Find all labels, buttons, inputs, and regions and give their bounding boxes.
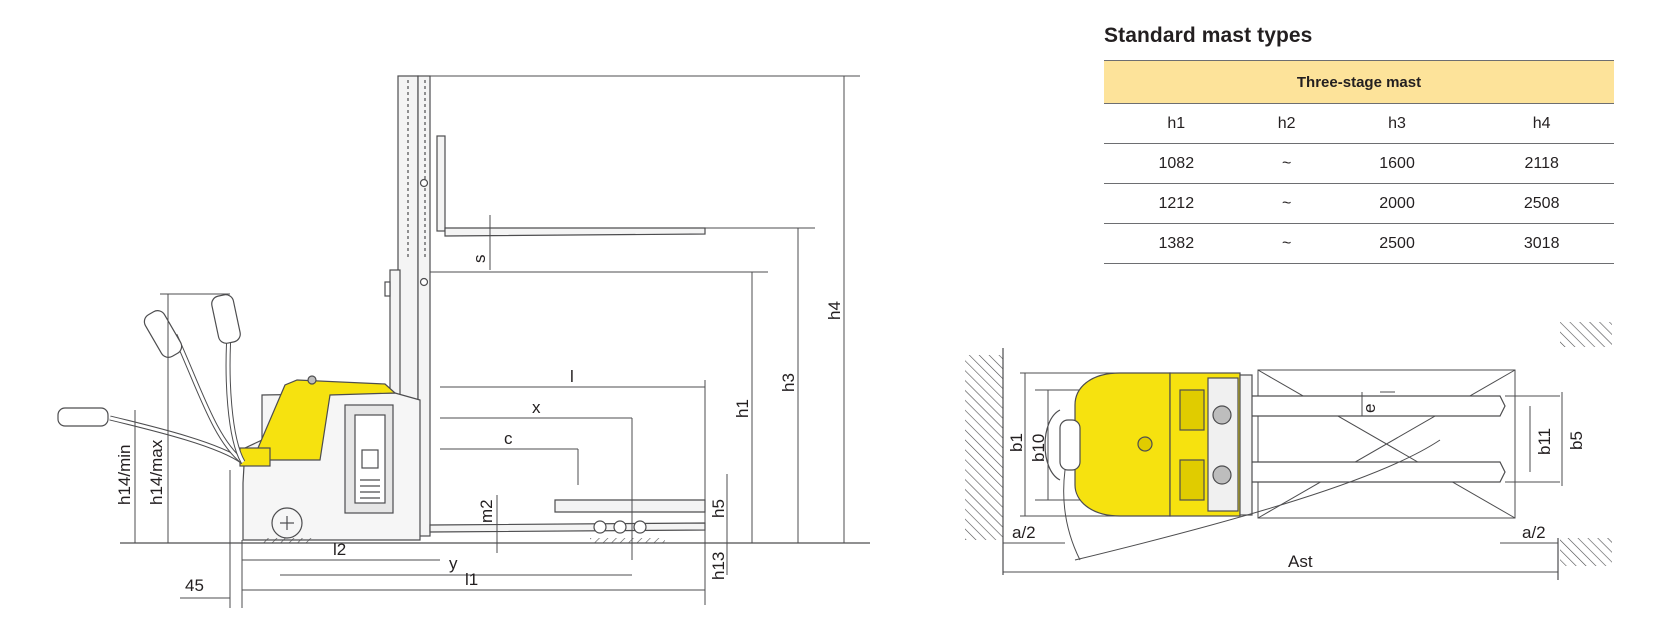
table-cell: 1600 <box>1324 143 1470 184</box>
right-wall-bottom <box>1560 538 1612 566</box>
table-row: 1382 ~ 2500 3018 <box>1104 223 1614 264</box>
label-b5: b5 <box>1567 431 1586 450</box>
dimension-labels: h4 h3 h1 s l x c m2 h5 h13 h14/min h14/m… <box>115 255 844 596</box>
label-c: c <box>504 429 513 448</box>
label-a2-left: a/2 <box>1012 523 1036 542</box>
table-cell: 2508 <box>1469 183 1614 224</box>
left-wall <box>965 355 1003 540</box>
mast-types-title: Standard mast types <box>1104 24 1313 47</box>
label-l2: l2 <box>333 540 346 559</box>
tiller-arms <box>57 294 246 465</box>
truck-top <box>1044 372 1253 517</box>
top-dimension-lines <box>1003 372 1563 573</box>
label-x: x <box>532 398 541 417</box>
label-h13: h13 <box>709 552 728 580</box>
top-view-drawing: b1 b10 b11 b5 e a/2 a/2 Ast <box>965 322 1612 580</box>
label-45: 45 <box>185 576 204 595</box>
column-header: h1 <box>1104 103 1249 144</box>
right-wall-top <box>1560 322 1612 347</box>
label-m2: m2 <box>477 499 496 523</box>
table-row: 1082 ~ 1600 2118 <box>1104 143 1614 184</box>
raised-forks <box>436 135 706 237</box>
top-forks <box>1239 395 1506 483</box>
table-header-row: h1 h2 h3 h4 <box>1104 103 1614 144</box>
drive-wheel <box>262 507 312 543</box>
top-dimension-labels: b1 b10 b11 b5 e a/2 a/2 Ast <box>1007 404 1586 571</box>
mast-types-table: Three-stage mast h1 h2 h3 h4 1082 ~ 1600… <box>1104 60 1614 264</box>
table-cell: 1082 <box>1104 143 1249 184</box>
column-header: h4 <box>1469 103 1614 144</box>
table-cell: ~ <box>1248 183 1325 224</box>
table-cell: 3018 <box>1469 223 1614 264</box>
table-cell: ~ <box>1248 223 1325 264</box>
column-header: h3 <box>1324 103 1470 144</box>
label-b1: b1 <box>1007 433 1026 452</box>
truck-body <box>239 375 421 541</box>
label-h14-max: h14/max <box>147 439 166 505</box>
label-ast: Ast <box>1288 552 1313 571</box>
label-h5: h5 <box>709 499 728 518</box>
pallet-outline <box>1257 369 1516 519</box>
table-cell: ~ <box>1248 143 1325 184</box>
side-view-drawing: h4 h3 h1 s l x c m2 h5 h13 h14/min h14/m… <box>57 75 870 608</box>
label-h4: h4 <box>825 301 844 320</box>
lowered-forks <box>429 499 706 543</box>
table-cell: 2500 <box>1324 223 1470 264</box>
table-cell: 1212 <box>1104 183 1249 224</box>
label-e: e <box>1360 404 1379 413</box>
table-row: 1212 ~ 2000 2508 <box>1104 183 1614 224</box>
label-l1: l1 <box>465 570 478 589</box>
column-header: h2 <box>1248 103 1325 144</box>
label-b11: b11 <box>1535 428 1554 455</box>
table-cell: 1382 <box>1104 223 1249 264</box>
label-l: l <box>570 367 574 386</box>
label-y: y <box>449 554 458 573</box>
label-h3: h3 <box>779 373 798 392</box>
table-cell: 2000 <box>1324 183 1470 224</box>
label-s: s <box>470 255 489 264</box>
label-b10: b10 <box>1029 434 1048 462</box>
group-header: Three-stage mast <box>1104 60 1614 104</box>
label-h14-min: h14/min <box>115 445 134 505</box>
dimension-lines <box>134 75 860 608</box>
label-a2-right: a/2 <box>1522 523 1546 542</box>
label-h1: h1 <box>733 399 752 418</box>
table-cell: 2118 <box>1469 143 1614 184</box>
